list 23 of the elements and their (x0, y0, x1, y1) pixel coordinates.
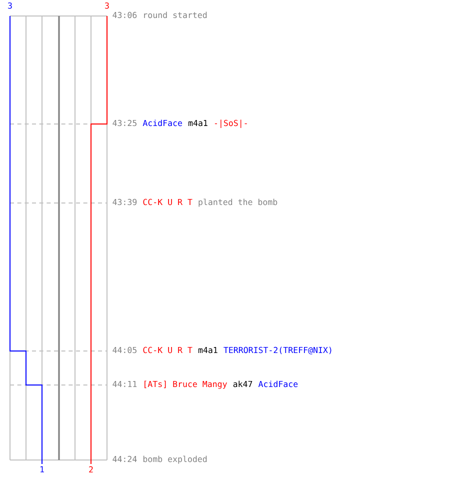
event-text: m4a1 (188, 120, 208, 126)
event-time: 44:05 (112, 346, 136, 354)
event-text: planted the bomb (198, 198, 278, 207)
event-time: 44:11 (112, 380, 137, 387)
event-time: 43:06 (112, 12, 137, 18)
event-text: AcidFace (142, 120, 182, 126)
player-count: 1 (40, 466, 44, 472)
player-count: 3 (8, 2, 12, 9)
event-text: TERRORIST-2(TREFF@NIX) (224, 346, 332, 354)
event-text: CC-K U R T (143, 346, 192, 354)
event-text: bomb exploded (143, 456, 207, 464)
event-text: CC-K U R T (143, 198, 192, 206)
event-time: 44:24 (112, 456, 137, 462)
player-count: 3 (105, 2, 109, 9)
event-text: ak47 (233, 380, 252, 388)
event-text: AcidFace (258, 380, 298, 388)
event-text: -|SoS|- (214, 120, 247, 128)
event-text: m4a1 (198, 346, 218, 354)
event-time: 43:25 (112, 120, 136, 126)
event-text: [ATs] Bruce Mangy (144, 380, 227, 389)
event-text: round started (144, 12, 207, 18)
player-count: 2 (89, 466, 93, 472)
event-time: 43:39 (112, 198, 137, 206)
